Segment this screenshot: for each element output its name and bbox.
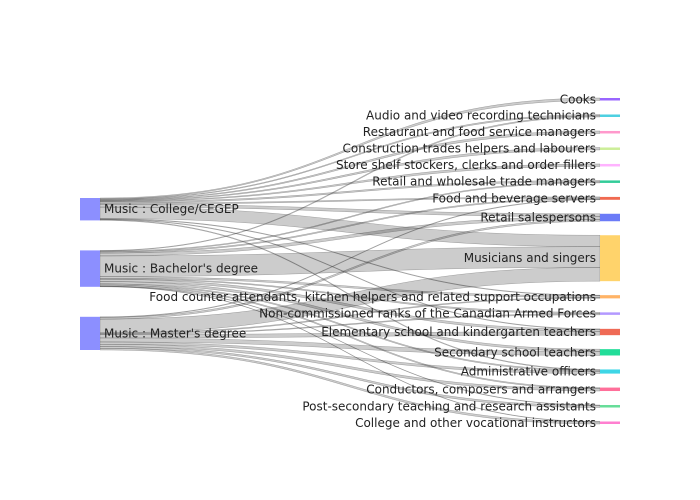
- target-label-t1: Cooks: [560, 92, 596, 106]
- target-node-t16[interactable]: [600, 405, 620, 408]
- source-node-s2[interactable]: [80, 250, 100, 287]
- source-label-s1: Music : College/CEGEP: [104, 202, 239, 216]
- link-s2-t2[interactable]: [99, 115, 601, 252]
- source-node-s3[interactable]: [80, 316, 100, 350]
- target-label-t13: Secondary school teachers: [434, 345, 596, 359]
- target-node-t11[interactable]: [600, 312, 620, 315]
- target-node-t10[interactable]: [600, 295, 620, 299]
- target-node-t7[interactable]: [600, 196, 620, 200]
- link-s3-t7[interactable]: [99, 198, 601, 318]
- target-node-t3[interactable]: [600, 130, 620, 134]
- target-node-t9[interactable]: [600, 235, 620, 282]
- source-label-s3: Music : Master's degree: [104, 326, 246, 340]
- target-label-t7: Food and beverage servers: [432, 191, 596, 205]
- target-label-t9: Musicians and singers: [464, 251, 596, 265]
- target-label-t12: Elementary school and kindergarten teach…: [321, 325, 596, 339]
- target-node-t12[interactable]: [600, 328, 620, 336]
- link-s1-t4[interactable]: [99, 147, 601, 202]
- target-label-t8: Retail salespersons: [480, 211, 596, 225]
- target-node-t6[interactable]: [600, 180, 620, 183]
- link-s1-t3[interactable]: [99, 130, 601, 201]
- target-label-t16: Post-secondary teaching and research ass…: [302, 399, 596, 413]
- target-node-t13[interactable]: [600, 349, 620, 356]
- target-label-t17: College and other vocational instructors: [355, 416, 596, 430]
- target-node-t1[interactable]: [600, 98, 620, 101]
- target-label-t15: Conductors, composers and arrangers: [366, 382, 596, 396]
- source-label-s2: Music : Bachelor's degree: [104, 262, 258, 276]
- labels-layer: Music : College/CEGEP Music : Bachelor's …: [104, 92, 596, 430]
- target-node-t8[interactable]: [600, 213, 620, 222]
- target-label-t14: Administrative officers: [461, 365, 596, 379]
- target-node-t15[interactable]: [600, 387, 620, 392]
- target-node-t2[interactable]: [600, 114, 620, 117]
- target-label-t2: Audio and video recording technicians: [366, 109, 596, 123]
- links-layer: [99, 97, 601, 425]
- target-node-t4[interactable]: [600, 147, 620, 150]
- target-label-t11: Non-commissioned ranks of the Canadian A…: [259, 307, 596, 321]
- link-s3-t14[interactable]: [99, 341, 601, 374]
- target-label-t5: Store shelf stockers, clerks and order f…: [336, 158, 596, 172]
- target-label-t10: Food counter attendants, kitchen helpers…: [149, 290, 596, 304]
- target-node-t14[interactable]: [600, 369, 620, 374]
- target-node-t5[interactable]: [600, 163, 620, 167]
- source-node-s1[interactable]: [80, 198, 100, 221]
- target-node-t17[interactable]: [600, 421, 620, 425]
- nodes-layer: [80, 98, 620, 424]
- target-label-t3: Restaurant and food service managers: [363, 125, 596, 139]
- target-label-t4: Construction trades helpers and labourer…: [343, 142, 596, 156]
- target-label-t6: Retail and wholesale trade managers: [372, 175, 596, 189]
